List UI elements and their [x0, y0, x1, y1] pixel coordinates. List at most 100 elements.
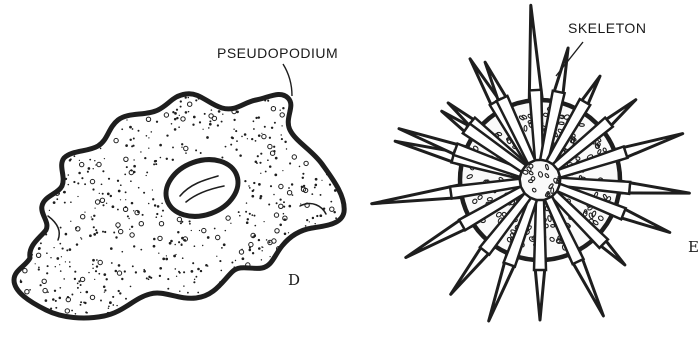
cytoplasm-granule: [92, 264, 94, 266]
cytoplasm-granule: [153, 238, 156, 241]
cytoplasm-granule: [204, 113, 206, 115]
cytoplasm-granule: [80, 301, 82, 303]
cytoplasm-granule: [38, 266, 40, 268]
cytoplasm-granule: [129, 229, 130, 230]
cytoplasm-granule: [244, 180, 246, 182]
cytoplasm-granule: [29, 289, 31, 291]
cytoplasm-granule: [157, 205, 160, 208]
cytoplasm-granule: [214, 228, 216, 230]
cytoplasm-granule: [152, 198, 154, 200]
cytoplasm-granule: [113, 232, 115, 234]
cytoplasm-granule: [65, 233, 68, 236]
cytoplasm-granule: [261, 250, 262, 251]
cytoplasm-granule: [121, 278, 123, 280]
cytoplasm-granule: [95, 270, 97, 272]
cytoplasm-granule: [55, 307, 57, 309]
cytoplasm-granule: [166, 158, 168, 160]
cytoplasm-granule: [155, 163, 157, 165]
cytoplasm-granule: [181, 244, 183, 246]
cytoplasm-granule: [104, 158, 105, 159]
cytoplasm-granule: [60, 227, 62, 229]
cytoplasm-granule: [249, 187, 251, 189]
cytoplasm-granule: [80, 237, 81, 238]
cytoplasm-granule: [268, 144, 272, 148]
cytoplasm-granule: [255, 160, 258, 163]
cytoplasm-granule: [92, 267, 94, 269]
cytoplasm-granule: [117, 271, 121, 275]
cytoplasm-granule: [189, 223, 191, 225]
cytoplasm-granule: [172, 159, 174, 161]
cytoplasm-granule: [176, 117, 178, 119]
cytoplasm-granule: [80, 277, 84, 281]
cytoplasm-granule: [207, 236, 210, 239]
cytoplasm-granule: [156, 121, 158, 123]
cytoplasm-granule: [288, 205, 291, 208]
cytoplasm-granule: [148, 278, 150, 280]
cytoplasm-granule: [68, 184, 69, 185]
cytoplasm-granule: [269, 262, 271, 264]
cytoplasm-granule: [120, 199, 121, 200]
cytoplasm-granule: [74, 271, 76, 273]
cytoplasm-granule: [77, 287, 79, 289]
cytoplasm-granule: [286, 148, 287, 149]
amoeba-membrane-ruffle: [48, 216, 59, 240]
cytoplasm-granule: [239, 215, 241, 217]
cytoplasm-granule: [281, 138, 283, 140]
cytoplasm-granule: [307, 149, 309, 151]
cytoplasm-granule: [193, 281, 195, 283]
cytoplasm-granule: [93, 215, 95, 217]
cytoplasm-granule: [292, 155, 296, 159]
cytoplasm-granule: [110, 247, 113, 250]
cytoplasm-granule: [53, 201, 56, 204]
skeleton-spine-base: [534, 200, 546, 270]
pseudopodium-label: PSEUDOPODIUM: [217, 45, 338, 61]
cytoplasm-granule: [55, 300, 57, 302]
cytoplasm-granule: [93, 168, 94, 169]
cytoplasm-granule: [69, 248, 72, 251]
cytoplasm-granule: [200, 270, 202, 272]
cytoplasm-granule: [288, 110, 289, 111]
cytoplasm-granule: [259, 197, 261, 199]
cytoplasm-granule: [118, 290, 120, 292]
cytoplasm-granule: [50, 308, 52, 310]
cytoplasm-granule: [271, 127, 273, 129]
cytoplasm-granule: [188, 111, 190, 113]
cytoplasm-granule: [43, 288, 47, 292]
cytoplasm-granule: [125, 144, 128, 147]
cytoplasm-granule: [231, 136, 233, 138]
cytoplasm-granule: [276, 202, 278, 204]
cytoplasm-granule: [158, 236, 162, 240]
cytoplasm-granule: [279, 198, 281, 200]
cytoplasm-granule: [119, 292, 121, 294]
cytoplasm-granule: [56, 257, 59, 260]
cytoplasm-granule: [206, 136, 209, 139]
cytoplasm-granule: [112, 296, 114, 298]
cytoplasm-granule: [279, 109, 280, 110]
cytoplasm-granule: [31, 254, 33, 256]
cytoplasm-granule: [261, 133, 262, 134]
cytoplasm-granule: [185, 152, 187, 154]
cytoplasm-granule: [242, 257, 245, 260]
cytoplasm-granule: [45, 233, 47, 235]
cytoplasm-granule: [246, 221, 249, 224]
cytoplasm-granule: [62, 248, 64, 250]
cytoplasm-granule: [320, 194, 322, 196]
cytoplasm-granule: [258, 134, 261, 137]
cytoplasm-granule: [85, 291, 88, 294]
cytoplasm-granule: [247, 218, 249, 220]
cytoplasm-granule: [192, 262, 194, 264]
cytoplasm-granule: [258, 116, 260, 118]
cytoplasm-granule: [88, 272, 89, 273]
cytoplasm-granule: [330, 207, 334, 211]
cytoplasm-granule: [179, 291, 180, 292]
cytoplasm-granule: [251, 214, 253, 216]
cytoplasm-granule: [94, 207, 95, 208]
cytoplasm-granule: [166, 255, 167, 256]
cytoplasm-granule: [287, 191, 291, 195]
cytoplasm-granule: [132, 128, 134, 130]
cytoplasm-granule: [314, 223, 315, 224]
skeleton-leader-line: [556, 42, 583, 76]
cytoplasm-granule: [260, 173, 261, 174]
cytoplasm-granule: [110, 128, 112, 130]
cytoplasm-granule: [181, 146, 182, 147]
